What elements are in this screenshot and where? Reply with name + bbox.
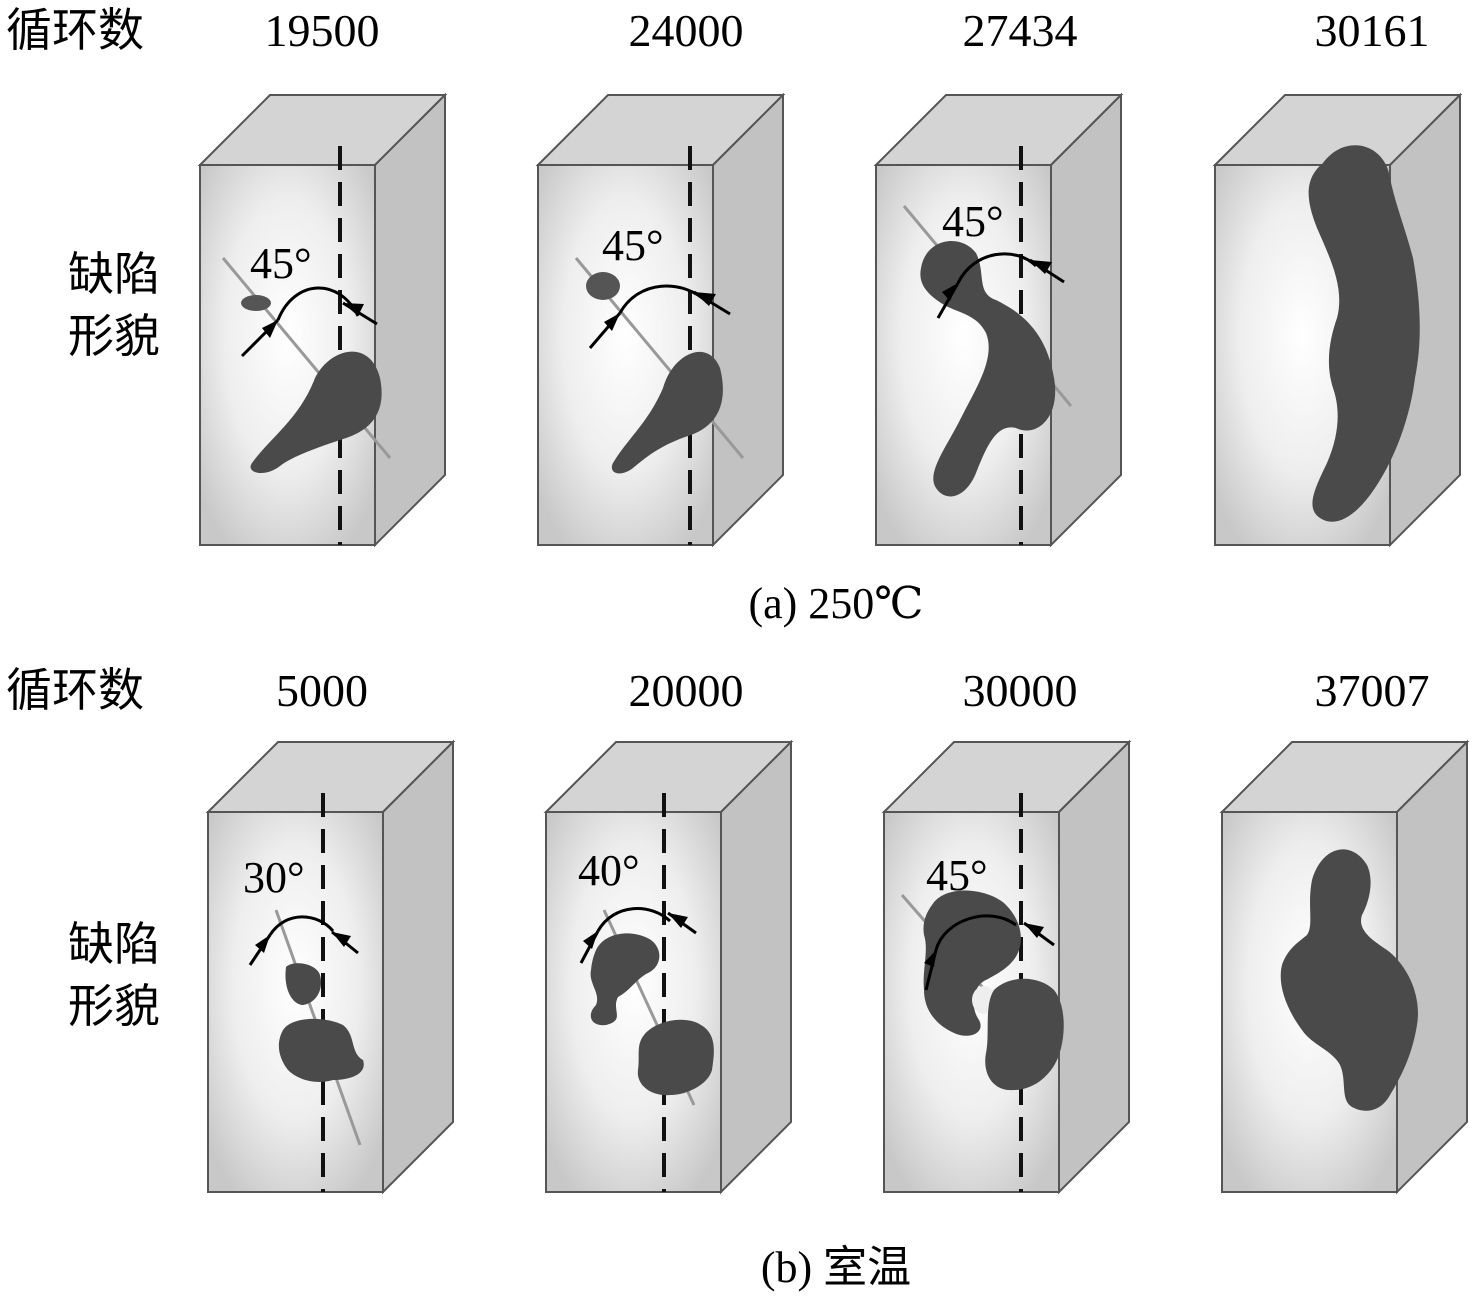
caption-b: (b) 室温 <box>760 1243 912 1292</box>
cycle-value-b4: 37007 <box>1314 665 1430 716</box>
caption-a: (a) 250℃ <box>748 579 924 628</box>
defect-box-a2: 45° <box>535 92 786 548</box>
defect-box-a1: 45° <box>197 92 448 548</box>
angle-label: 45° <box>942 197 1004 246</box>
cycle-value-b2: 20000 <box>628 665 744 716</box>
defect-box-b3: 45° <box>881 739 1132 1195</box>
angle-label: 30° <box>243 853 305 902</box>
defect-box-a4 <box>1212 92 1463 548</box>
defect-label-line1: 缺陷 <box>68 919 160 970</box>
defect-box-b1: 30° <box>205 739 456 1195</box>
cycle-value-a4: 30161 <box>1314 5 1430 56</box>
defect-box-a3: 45° <box>873 92 1124 548</box>
defect-box-b4 <box>1219 739 1470 1195</box>
angle-label: 45° <box>926 851 988 900</box>
cycle-count-label-a: 循环数 <box>6 5 144 56</box>
defect-shape <box>241 295 271 311</box>
cycle-value-a2: 24000 <box>628 5 744 56</box>
angle-label: 45° <box>250 239 312 288</box>
defect-label-line1: 缺陷 <box>68 249 160 300</box>
defect-morphology-label-b: 缺陷 形貌 <box>54 914 174 1038</box>
cycle-value-b1: 5000 <box>276 665 368 716</box>
cycle-value-a3: 27434 <box>962 5 1078 56</box>
cycle-value-a1: 19500 <box>264 5 380 56</box>
defect-label-line2: 形貌 <box>68 311 160 362</box>
cycle-count-label-b: 循环数 <box>6 665 144 716</box>
defect-label-line2: 形貌 <box>68 981 160 1032</box>
defect-morphology-label-a: 缺陷 形貌 <box>54 244 174 368</box>
defect-box-b2: 40° <box>543 739 794 1195</box>
angle-label: 40° <box>578 846 640 895</box>
cycle-value-b3: 30000 <box>962 665 1078 716</box>
angle-label: 45° <box>602 221 664 270</box>
